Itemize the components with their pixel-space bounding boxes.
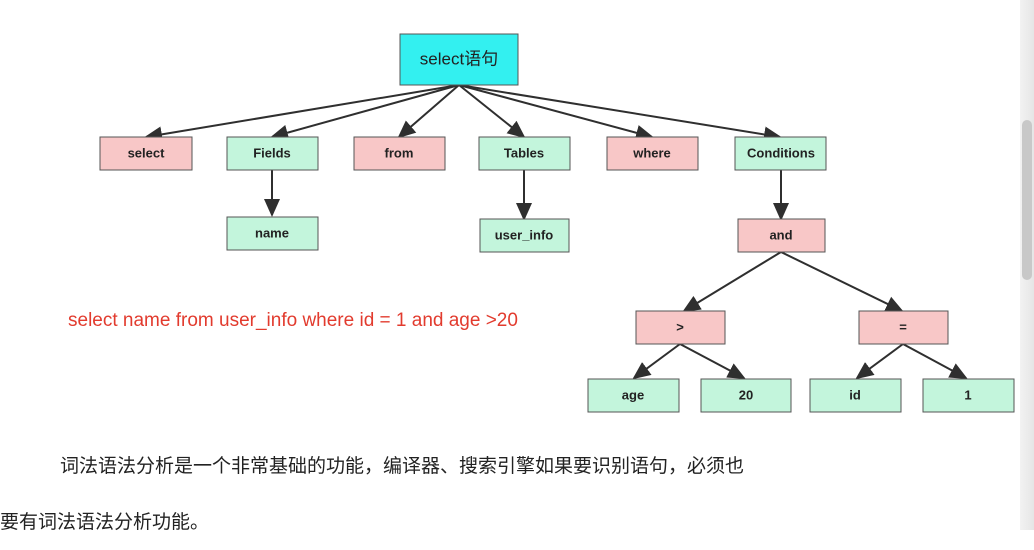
node-select-box bbox=[99, 136, 193, 171]
edge-root-from bbox=[397, 84, 460, 139]
node-fields-label: Fields bbox=[253, 145, 291, 160]
syntax-tree-diagram: select语句 select Fields from Tables where… bbox=[99, 33, 1015, 413]
node-tables: Tables bbox=[478, 136, 571, 171]
node-where-box bbox=[606, 136, 699, 171]
node-conditions-label: Conditions bbox=[747, 145, 815, 160]
edge-gt-age bbox=[632, 343, 681, 380]
node-age-box bbox=[587, 378, 680, 413]
node-age-label: age bbox=[622, 387, 644, 402]
page: select语句 select Fields from Tables where… bbox=[0, 0, 1034, 533]
node-conditions: Conditions bbox=[734, 136, 827, 171]
node-1-box bbox=[922, 378, 1015, 413]
scrollbar-track[interactable] bbox=[1020, 0, 1034, 530]
description-line-1: 词法语法分析是一个非常基础的功能，编译器、搜索引擎如果要识别语句，必须也 bbox=[0, 438, 1010, 494]
node-tables-box bbox=[478, 136, 571, 171]
node-id-label: id bbox=[849, 387, 861, 402]
node-1-label: 1 bbox=[964, 387, 971, 402]
root-node-box bbox=[399, 33, 519, 86]
node-from-box bbox=[353, 136, 446, 171]
edge-and-eq bbox=[780, 251, 904, 312]
node-eq-label: = bbox=[899, 319, 907, 334]
edge-root-fields bbox=[270, 84, 460, 141]
node-eq: = bbox=[858, 310, 949, 345]
node-conditions-box bbox=[734, 136, 827, 171]
node-user-info-label: user_info bbox=[495, 227, 554, 242]
node-name: name bbox=[226, 216, 319, 251]
node-tables-label: Tables bbox=[504, 145, 544, 160]
description-paragraph: 词法语法分析是一个非常基础的功能，编译器、搜索引擎如果要识别语句，必须也 要有词… bbox=[0, 438, 1010, 550]
description-line-1-text: 词法语法分析是一个非常基础的功能，编译器、搜索引擎如果要识别语句，必须也 bbox=[60, 455, 745, 477]
node-id: id bbox=[809, 378, 902, 413]
node-and-box bbox=[737, 218, 826, 253]
node-20: 20 bbox=[700, 378, 792, 413]
node-select-label: select bbox=[128, 145, 166, 160]
edge-root-where bbox=[458, 84, 654, 141]
node-gt-box bbox=[635, 310, 726, 345]
edge-eq-id bbox=[855, 343, 904, 380]
node-fields-box bbox=[226, 136, 319, 171]
node-where: where bbox=[606, 136, 699, 171]
node-name-box bbox=[226, 216, 319, 251]
node-from-label: from bbox=[385, 145, 414, 160]
edge-root-select bbox=[144, 84, 460, 143]
node-select: select bbox=[99, 136, 193, 171]
node-name-label: name bbox=[255, 225, 289, 240]
node-where-label: where bbox=[632, 145, 671, 160]
node-20-label: 20 bbox=[739, 387, 753, 402]
node-eq-box bbox=[858, 310, 949, 345]
root-node: select语句 bbox=[399, 33, 519, 86]
description-line-2: 要有词法语法分析功能。 bbox=[0, 511, 210, 533]
edge-and-gt bbox=[682, 251, 782, 313]
node-user-info: user_info bbox=[479, 218, 570, 253]
node-1: 1 bbox=[922, 378, 1015, 413]
node-from: from bbox=[353, 136, 446, 171]
node-and-label: and bbox=[769, 227, 792, 242]
node-user-info-box bbox=[479, 218, 570, 253]
edge-eq-1 bbox=[902, 343, 968, 379]
node-gt: > bbox=[635, 310, 726, 345]
edges bbox=[144, 84, 968, 380]
node-and: and bbox=[737, 218, 826, 253]
scrollbar-thumb[interactable] bbox=[1022, 120, 1032, 280]
node-age: age bbox=[587, 378, 680, 413]
root-node-label: select语句 bbox=[420, 49, 498, 68]
node-gt-label: > bbox=[676, 319, 684, 334]
node-fields: Fields bbox=[226, 136, 319, 171]
edge-root-conditions bbox=[458, 84, 782, 143]
edge-root-tables bbox=[458, 84, 526, 139]
sql-example-text: select name from user_info where id = 1 … bbox=[68, 310, 518, 331]
edge-gt-20 bbox=[679, 343, 746, 379]
node-id-box bbox=[809, 378, 902, 413]
node-20-box bbox=[700, 378, 792, 413]
